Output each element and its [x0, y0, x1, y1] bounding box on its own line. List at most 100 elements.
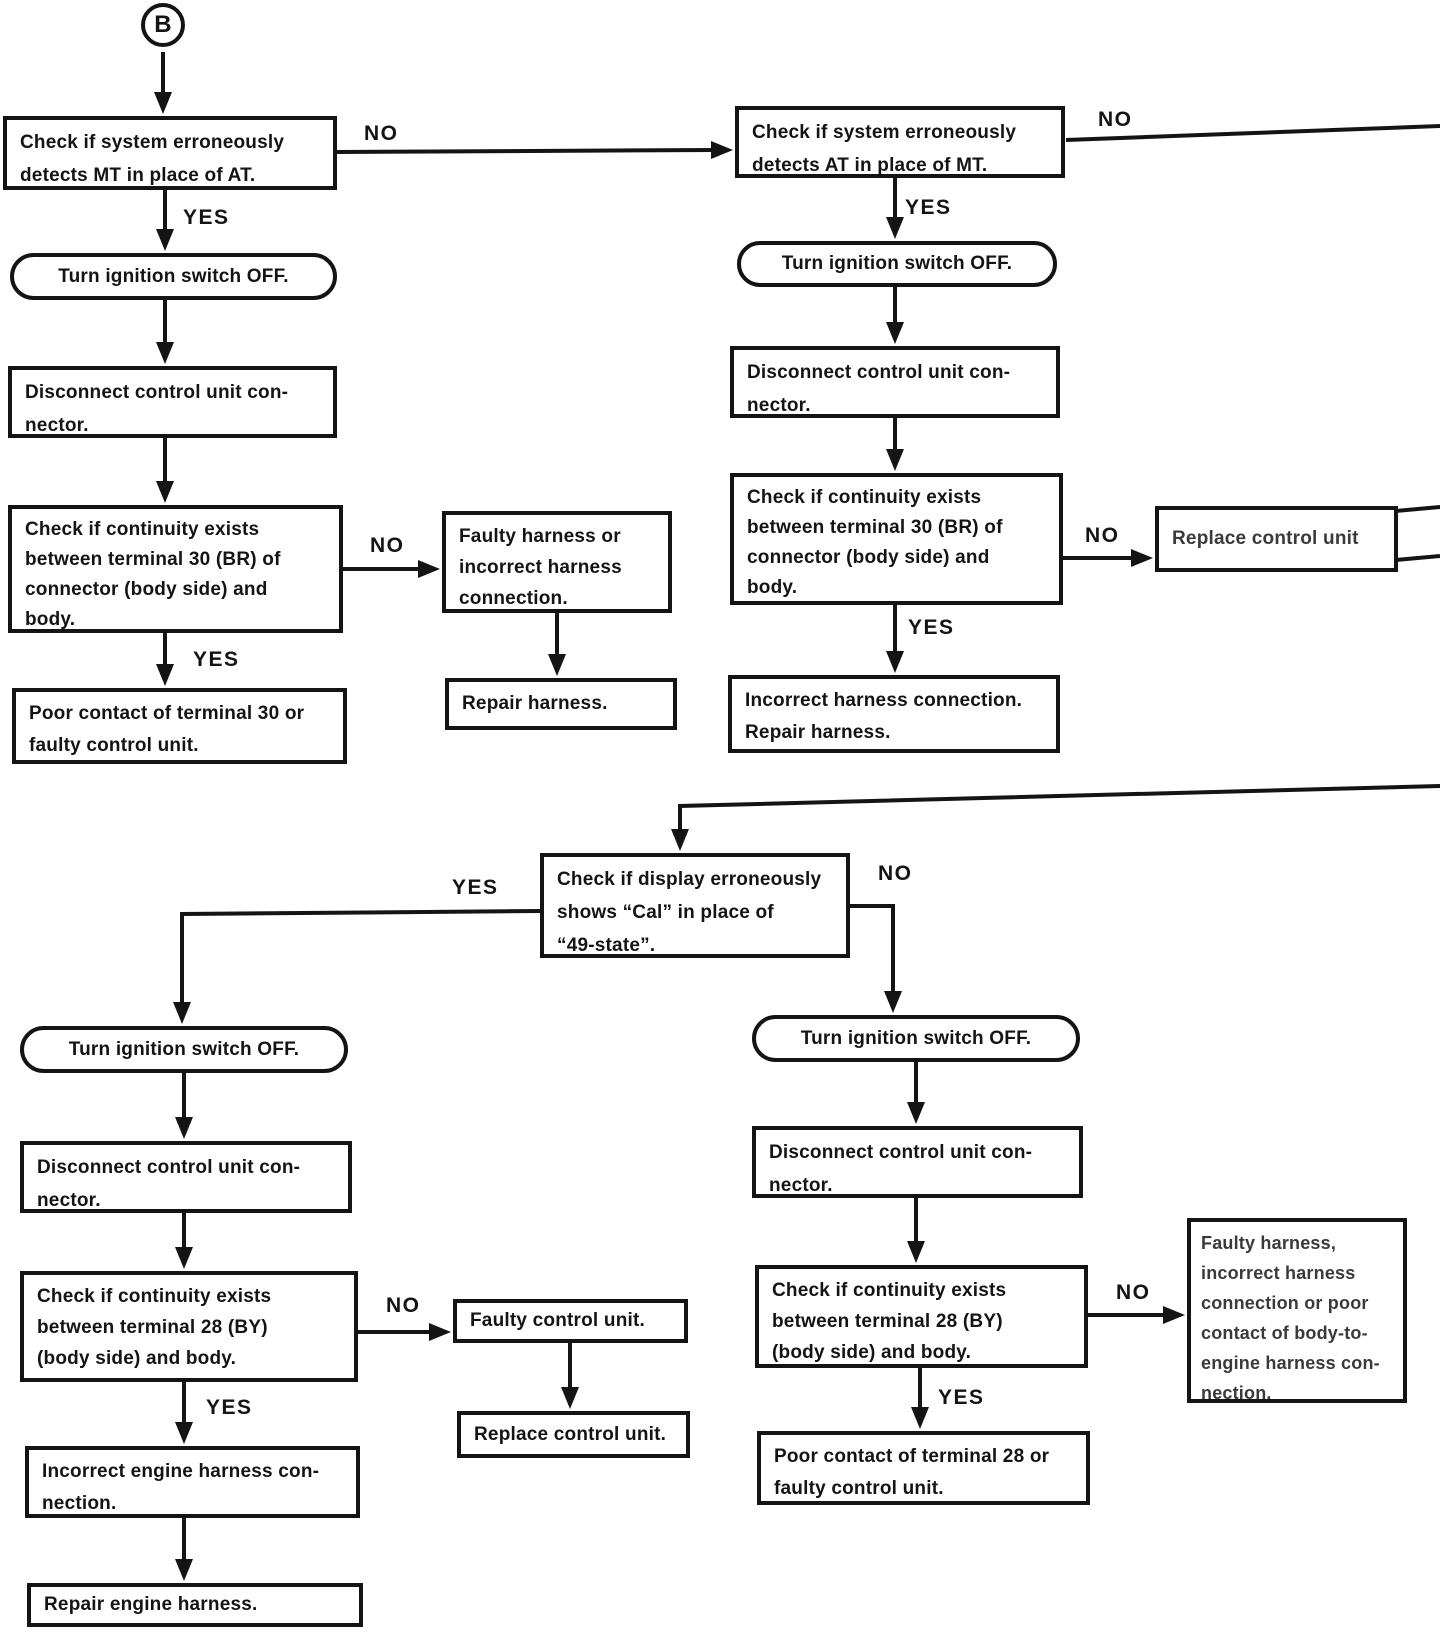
- node-disconnect-connector-2: Disconnect control unit con- nector.: [730, 346, 1060, 418]
- branch-label-no-2: NO: [1098, 108, 1133, 131]
- edge-offpage-to-check-display: [671, 784, 1440, 851]
- node-text-line: body.: [747, 577, 798, 598]
- node-text-line: between terminal 28 (BY): [772, 1311, 1003, 1332]
- node-text-line: nector.: [25, 415, 89, 436]
- node-text-line: between terminal 28 (BY): [37, 1317, 268, 1338]
- edge-no-continuity28l: [358, 1323, 451, 1341]
- node-text-line: Disconnect control unit con-: [37, 1157, 301, 1178]
- edge-turnoff2-disconnect2: [886, 287, 904, 344]
- node-text-line: connector (body side) and: [25, 579, 268, 600]
- edge-turnoff3-disconnect3: [175, 1073, 193, 1139]
- node-disconnect-connector-4: Disconnect control unit con- nector.: [752, 1126, 1083, 1198]
- edge-incorrectengine-repairengine: [175, 1518, 193, 1581]
- node-continuity-28-left: Check if continuity exists between termi…: [20, 1271, 358, 1382]
- node-text-line: Incorrect engine harness con-: [42, 1461, 320, 1482]
- edge-no-check-mt-to-check-at: [336, 141, 733, 159]
- edge-disconnect2-continuity30r: [886, 418, 904, 471]
- node-text-line: Check if system erroneously: [752, 122, 1017, 143]
- branch-label-no-7: NO: [1116, 1281, 1151, 1304]
- branch-label-no-1: NO: [364, 122, 399, 145]
- edge-no-check-display: [850, 904, 902, 1013]
- node-text-line: Turn ignition switch OFF.: [781, 253, 1013, 274]
- branch-label-yes-6: YES: [206, 1396, 253, 1419]
- node-text-line: faulty control unit.: [774, 1478, 944, 1499]
- node-text-line: Faulty harness,: [1201, 1233, 1337, 1253]
- node-text-line: Turn ignition switch OFF.: [800, 1027, 1032, 1049]
- node-text-line: Faulty harness or: [459, 526, 621, 547]
- node-text-line: Repair harness.: [745, 722, 891, 743]
- edge-yes-continuity28r: [911, 1368, 929, 1429]
- node-text-line: between terminal 30 (BR) of: [25, 549, 281, 570]
- edge-no-continuity30l: [343, 560, 440, 578]
- node-text-line: Repair harness.: [462, 693, 608, 714]
- branch-label-yes-3: YES: [193, 648, 240, 671]
- node-text-line: nector.: [769, 1175, 833, 1196]
- node-text-line: Check if display erroneously: [557, 869, 822, 890]
- node-poor-contact-28: Poor contact of terminal 28 or faulty co…: [757, 1431, 1090, 1505]
- edge-yes-check-display: [173, 909, 541, 1024]
- node-text-line: body.: [25, 609, 76, 630]
- node-text-line: Repair engine harness.: [44, 1594, 258, 1615]
- node-text-line: connector (body side) and: [747, 547, 990, 568]
- node-continuity-30-left: Check if continuity exists between termi…: [8, 505, 343, 633]
- node-text-line: (body side) and body.: [772, 1342, 972, 1363]
- node-text-line: Check if continuity exists: [772, 1280, 1007, 1301]
- node-text-line: incorrect harness: [459, 557, 622, 578]
- node-text-line: nection.: [42, 1493, 117, 1514]
- node-text-line: Disconnect control unit con-: [769, 1142, 1033, 1163]
- edge-faultycu-replacecu: [561, 1343, 579, 1409]
- node-text-line: detects AT in place of MT.: [752, 155, 988, 176]
- node-text-line: Check if continuity exists: [747, 487, 982, 508]
- node-replace-control-unit-mid: Replace control unit.: [457, 1411, 690, 1458]
- node-text-line: Check if continuity exists: [25, 519, 260, 540]
- node-text-line: nector.: [37, 1190, 101, 1211]
- node-check-at: Check if system erroneously detects AT i…: [735, 106, 1065, 178]
- edge-yes-check-mt: [156, 190, 174, 251]
- edge-disconnect1-continuity30l: [156, 438, 174, 503]
- node-text-line: Check if continuity exists: [37, 1286, 272, 1307]
- edge-turnoff4-disconnect4: [907, 1062, 925, 1124]
- node-text-line: “49-state”.: [557, 935, 656, 956]
- node-text-line: engine harness con-: [1201, 1353, 1380, 1373]
- node-faulty-harness-mid: Faulty harness or incorrect harness conn…: [442, 511, 672, 613]
- node-text-line: contact of body-to-: [1201, 1323, 1368, 1343]
- branch-label-yes-1: YES: [183, 206, 230, 229]
- node-text-line: (body side) and body.: [37, 1348, 237, 1369]
- connector-b: B: [141, 3, 185, 47]
- edge-no-check-at-offpage: [1065, 124, 1440, 142]
- branch-label-no-3: NO: [370, 534, 405, 557]
- node-text-line: nector.: [747, 395, 811, 416]
- edge-replacecu-right-stub-bottom: [1395, 554, 1440, 562]
- node-poor-contact-30: Poor contact of terminal 30 or faulty co…: [12, 688, 347, 764]
- branch-label-yes-4: YES: [908, 616, 955, 639]
- branch-label-no-4: NO: [1085, 524, 1120, 547]
- edge-replacecu-right-stub-top: [1395, 505, 1440, 513]
- edge-disconnect3-continuity28l: [175, 1213, 193, 1269]
- edge-yes-continuity30l: [156, 633, 174, 686]
- node-text-line: Disconnect control unit con-: [747, 362, 1011, 383]
- node-text-line: incorrect harness: [1201, 1263, 1356, 1283]
- node-incorrect-harness-repair: Incorrect harness connection. Repair har…: [728, 675, 1060, 753]
- branch-label-yes-5: YES: [452, 876, 499, 899]
- connector-b-label: B: [154, 11, 172, 38]
- node-text-line: Poor contact of terminal 28 or: [774, 1446, 1050, 1467]
- edge-b-to-check-mt: [154, 52, 172, 114]
- node-text-line: between terminal 30 (BR) of: [747, 517, 1003, 538]
- edge-yes-continuity30r: [886, 605, 904, 673]
- node-text-line: Replace control unit: [1172, 528, 1359, 549]
- node-text-line: connection or poor: [1201, 1293, 1369, 1313]
- node-check-display-cal: Check if display erroneously shows “Cal”…: [540, 853, 850, 958]
- node-continuity-30-right: Check if continuity exists between termi…: [730, 473, 1063, 605]
- node-incorrect-engine-harness: Incorrect engine harness con- nection.: [25, 1446, 360, 1518]
- node-text-line: Faulty control unit.: [470, 1310, 645, 1331]
- node-faulty-harness-right: Faulty harness, incorrect harness connec…: [1187, 1218, 1407, 1403]
- node-replace-control-unit-right: Replace control unit: [1155, 506, 1398, 572]
- node-text-line: Turn ignition switch OFF.: [58, 265, 289, 287]
- edge-turnoff1-disconnect1: [156, 300, 174, 364]
- node-text-line: detects MT in place of AT.: [20, 165, 256, 186]
- node-text-line: Incorrect harness connection.: [745, 690, 1023, 711]
- node-turn-ignition-off-1: Turn ignition switch OFF.: [10, 253, 337, 300]
- node-text-line: connection.: [459, 588, 568, 609]
- node-continuity-28-right: Check if continuity exists between termi…: [755, 1265, 1088, 1368]
